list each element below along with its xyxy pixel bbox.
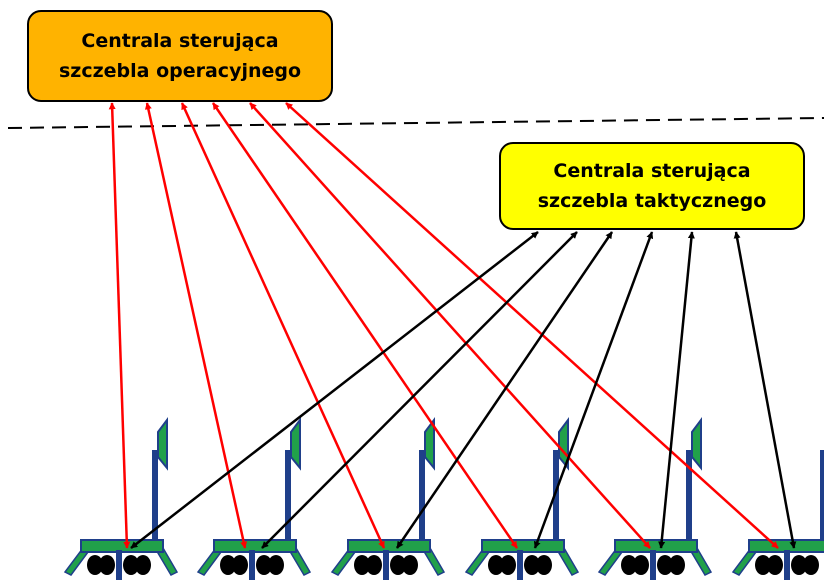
- operational-link-2: [144, 102, 248, 549]
- vehicle-5: [597, 417, 713, 580]
- operational-center-title-line1: Centrala sterująca: [81, 30, 279, 52]
- vehicle-6: [731, 450, 824, 580]
- wheel-4: [268, 555, 284, 575]
- wheel-3: [791, 555, 807, 575]
- operational-link-5: [249, 102, 651, 549]
- vehicle-post: [383, 550, 389, 580]
- vehicle-1: [63, 417, 179, 580]
- tactical-link-3: [395, 231, 614, 549]
- vehicle-post: [249, 550, 255, 580]
- antenna-dish: [157, 417, 168, 471]
- wheel-4: [135, 555, 151, 575]
- wheel-2: [767, 555, 783, 575]
- wheel-4: [669, 555, 685, 575]
- wheel-2: [232, 555, 248, 575]
- wheel-2: [633, 555, 649, 575]
- operational-link-3: [180, 102, 386, 549]
- wheel-1: [755, 555, 771, 575]
- antenna-dish: [290, 417, 301, 471]
- tactical-link-4: [533, 231, 654, 549]
- antenna-mast: [686, 450, 692, 542]
- vehicle-post: [650, 550, 656, 580]
- operational-center-title-line2: szczebla operacyjnego: [58, 60, 302, 82]
- wheel-1: [621, 555, 637, 575]
- tactical-link-6: [733, 231, 797, 549]
- vehicle-3: [330, 417, 446, 580]
- tactical-link-5: [658, 231, 695, 549]
- wheel-4: [803, 555, 819, 575]
- antenna-mast: [419, 450, 425, 542]
- echelon-divider-line: [7, 117, 824, 129]
- wheel-2: [99, 555, 115, 575]
- wheel-2: [366, 555, 382, 575]
- wheel-4: [536, 555, 552, 575]
- wheel-2: [500, 555, 516, 575]
- operational-link-6: [285, 102, 779, 549]
- operational-control-center: Centrala sterująca szczebla operacyjnego: [27, 10, 333, 102]
- link-group: [108, 102, 797, 549]
- wheel-1: [220, 555, 236, 575]
- vehicle-post: [517, 550, 523, 580]
- antenna-dish: [691, 417, 702, 471]
- wheel-4: [402, 555, 418, 575]
- antenna-mast: [820, 450, 824, 542]
- vehicle-post: [784, 550, 790, 580]
- operational-link-4: [211, 102, 519, 549]
- wheel-3: [390, 555, 406, 575]
- antenna-mast: [285, 450, 291, 542]
- operational-link-1: [108, 102, 131, 549]
- antenna-dish: [424, 417, 435, 471]
- wheel-3: [524, 555, 540, 575]
- vehicle-post: [116, 550, 122, 580]
- wheel-3: [657, 555, 673, 575]
- wheel-1: [488, 555, 504, 575]
- wheel-1: [354, 555, 370, 575]
- vehicle-2: [196, 417, 312, 580]
- wheel-1: [87, 555, 103, 575]
- wheel-3: [256, 555, 272, 575]
- wheel-3: [123, 555, 139, 575]
